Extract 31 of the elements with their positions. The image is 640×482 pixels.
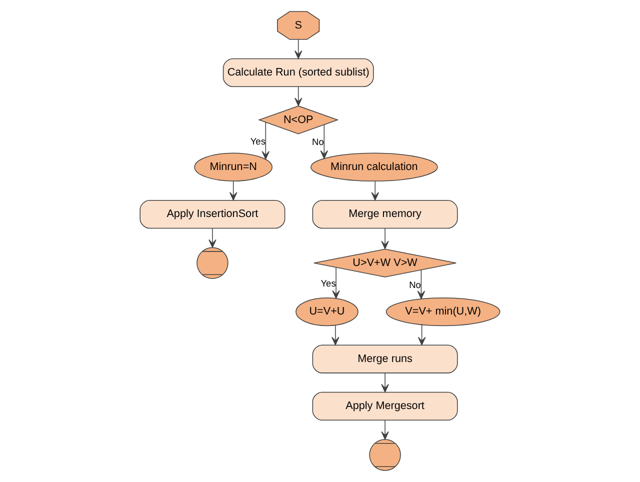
edge-label: No — [409, 280, 421, 290]
edge-label: No — [312, 137, 324, 148]
arrow — [320, 124, 328, 159]
arrow — [332, 267, 340, 299]
node-ellipse: U=V+U — [296, 298, 358, 326]
arrow — [294, 39, 302, 59]
edge-label: Yes — [320, 278, 336, 289]
node-box: Calculate Run (sorted sublist) — [222, 58, 374, 87]
arrow — [332, 325, 340, 346]
node-ellipse: Minrun=N — [194, 152, 272, 182]
arrow — [381, 420, 389, 440]
node-ellipse: Minrun calculation — [310, 152, 438, 182]
node-circle — [196, 247, 228, 279]
node-box: Merge memory — [312, 200, 458, 229]
arrow — [418, 324, 426, 346]
arrow — [208, 228, 216, 248]
node-diamond: U>V+W V>W — [314, 248, 456, 278]
arrow — [294, 86, 302, 106]
arrow — [371, 180, 379, 201]
node-circle — [369, 439, 401, 471]
edge-label: Yes — [250, 136, 266, 146]
node-ellipse: V=V+ min(U,W) — [386, 298, 500, 326]
arrow — [229, 180, 238, 201]
node-diamond: N<OP — [258, 106, 339, 134]
arrow — [417, 270, 426, 300]
arrow — [262, 122, 270, 160]
arrow — [381, 228, 389, 250]
node-box: Merge runs — [312, 344, 458, 374]
node-box: Apply Mergesort — [312, 392, 458, 421]
node-box: Apply InsertionSort — [140, 200, 286, 229]
arrow — [381, 372, 389, 392]
